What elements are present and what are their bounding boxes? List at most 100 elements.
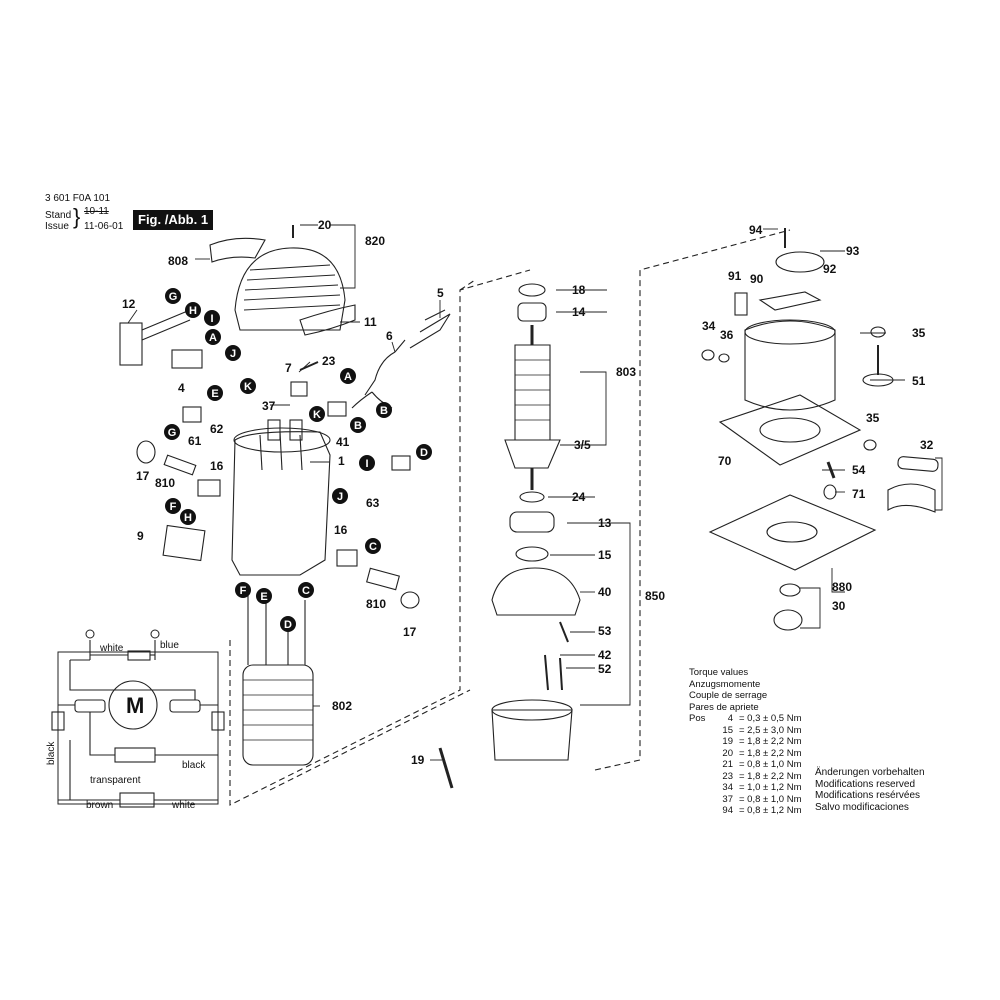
callout-circle xyxy=(298,582,314,598)
note-line: Änderungen vorbehalten xyxy=(815,767,925,778)
part-label: 880 xyxy=(832,580,852,594)
brush-cap-17-right xyxy=(400,591,420,609)
callout-circle xyxy=(365,538,381,554)
torque-value: = 2,5 ± 3,0 Nm xyxy=(739,724,802,736)
note-line: Modifications reserved xyxy=(815,778,916,790)
callout-circle xyxy=(332,488,348,504)
part-label: 37 xyxy=(262,399,276,413)
note-line: Salvo modificaciones xyxy=(815,801,909,813)
callout-letter: E xyxy=(211,388,218,400)
torque-row: 19 = 1,8 ± 2,2 Nm xyxy=(689,736,802,748)
issue-value: 11-06-01 xyxy=(84,221,124,232)
callout-circle xyxy=(309,406,325,422)
part-label: 51 xyxy=(912,374,926,388)
wiring-schematic xyxy=(51,640,225,808)
callout-circle xyxy=(205,329,221,345)
wire-transparent: transparent xyxy=(90,775,141,786)
torque-title: Anzugsmomente xyxy=(689,678,761,690)
torque-pos-label xyxy=(689,782,717,794)
torque-row: 94= 0,8 ± 1,2 Nm xyxy=(689,805,801,817)
callout-letter: D xyxy=(284,619,292,631)
torque-pos-label xyxy=(689,805,717,817)
lever-91 xyxy=(734,292,748,316)
torque-value: = 1,8 ± 2,2 Nm xyxy=(739,770,802,782)
bearing-13 xyxy=(509,511,555,533)
motor-housing-base xyxy=(744,320,836,411)
callout-circle xyxy=(256,588,272,604)
torque-pos-label xyxy=(689,736,717,748)
callout-letter: G xyxy=(168,427,177,439)
torque-value: = 1,8 ± 2,2 Nm xyxy=(739,747,802,759)
issue-label: Issue xyxy=(45,221,69,232)
callout-circle xyxy=(376,402,392,418)
part-label: 24 xyxy=(572,490,586,504)
wire-blue: blue xyxy=(160,640,179,651)
part-label: 810 xyxy=(155,476,175,490)
torque-pos: 23 xyxy=(722,770,733,782)
dash-line-mid xyxy=(594,229,791,771)
stand-value: 10-11 xyxy=(84,206,109,217)
torque-title: Pares de apriete xyxy=(689,701,759,713)
part-label: 41 xyxy=(336,435,350,449)
part-label: 5 xyxy=(437,286,444,300)
part-label: 34 xyxy=(702,319,716,333)
torque-row: 15 = 2,5 ± 3,0 Nm xyxy=(689,724,802,737)
brush-cap-17 xyxy=(136,440,156,464)
torque-pos: 15 xyxy=(722,724,733,736)
part-label: 92 xyxy=(823,262,837,276)
callout-letter: C xyxy=(369,541,377,553)
callout-letter: K xyxy=(244,381,252,393)
torque-row: 20= 1,8 ± 2,2 Nm xyxy=(689,747,802,760)
callout-letter: I xyxy=(365,458,368,470)
part-label: 3/5 xyxy=(574,438,591,452)
torque-value: = 0,3 ± 0,5 Nm xyxy=(739,713,802,724)
bearing-15 xyxy=(515,546,549,562)
cable-sleeve-5 xyxy=(409,309,451,349)
part-label: 802 xyxy=(332,699,352,713)
part-label: 18 xyxy=(572,283,586,297)
clamp-93 xyxy=(775,251,825,273)
part-label: 810 xyxy=(366,597,386,611)
torque-value: = 1,8 ± 2,2 Nm xyxy=(739,736,802,747)
screw-32 xyxy=(897,456,939,472)
part-label: 35 xyxy=(866,411,880,425)
part-label: 63 xyxy=(366,496,380,510)
callout-letter: E xyxy=(260,591,267,603)
dash-line-left xyxy=(229,269,531,806)
switch-block-4 xyxy=(171,349,203,369)
part-label: 11 xyxy=(364,315,377,329)
ring-24 xyxy=(519,491,545,503)
torque-pos-label xyxy=(689,794,717,806)
part-label: 36 xyxy=(720,328,734,342)
callout-letter: G xyxy=(169,291,178,303)
label-plate-9 xyxy=(162,524,206,562)
callout-circle xyxy=(207,385,223,401)
part-label: 4 xyxy=(178,381,185,395)
torque-value: = 0,8 ± 1,0 Nm xyxy=(739,759,802,770)
field-coil-802 xyxy=(242,664,314,766)
callout-circle xyxy=(280,616,296,632)
callout-letter: F xyxy=(170,501,177,513)
part-label: 71 xyxy=(852,487,866,501)
torque-value: = 1,0 ± 1,2 Nm xyxy=(739,782,802,793)
callout-circle xyxy=(165,498,181,514)
callout-letter: F xyxy=(240,585,247,597)
plate-90 xyxy=(758,291,822,311)
torque-pos: 19 xyxy=(722,736,733,747)
cover-shim-808 xyxy=(209,237,266,263)
callout-circle xyxy=(359,455,375,471)
part-label: 16 xyxy=(334,523,348,537)
part-label: 13 xyxy=(598,516,612,530)
callout-circle xyxy=(235,582,251,598)
switch-block xyxy=(114,747,156,763)
part-number: 3 601 F0A 101 xyxy=(45,193,111,204)
wire-white: white xyxy=(99,643,124,654)
torque-pos: 21 xyxy=(722,759,733,770)
callout-letter: B xyxy=(380,405,388,417)
part-label: 94 xyxy=(749,223,763,237)
callout-circle xyxy=(185,302,201,318)
part-label: 803 xyxy=(616,365,636,379)
